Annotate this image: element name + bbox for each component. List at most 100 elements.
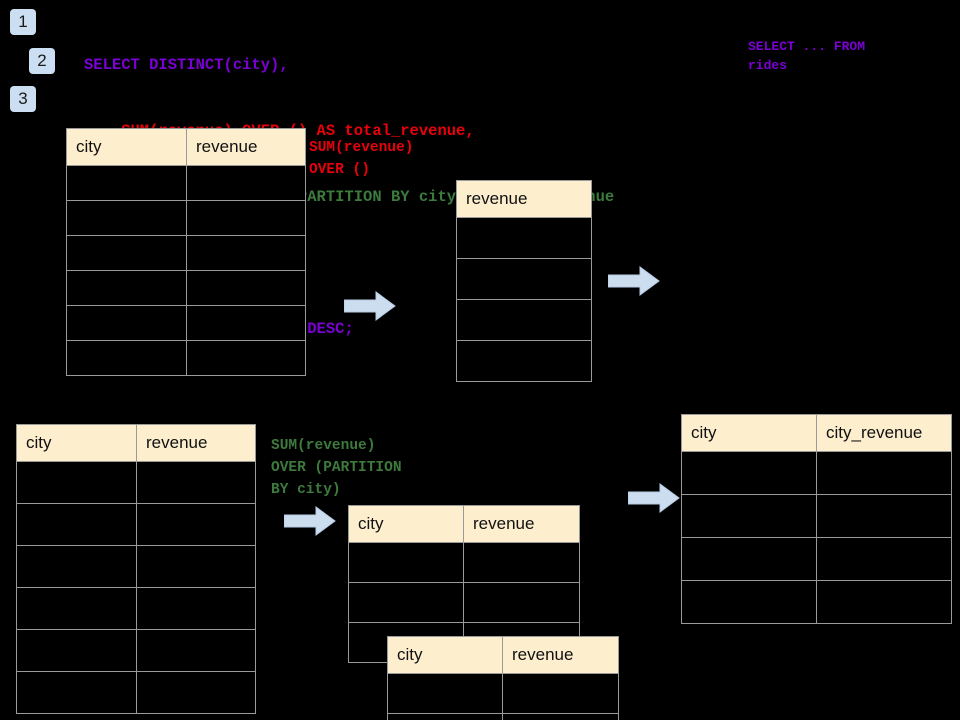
table-row bbox=[66, 235, 306, 271]
cell bbox=[463, 542, 580, 583]
table-partition-upper: city revenue bbox=[348, 505, 580, 663]
cell bbox=[456, 258, 592, 300]
column-header-revenue: revenue bbox=[456, 180, 592, 218]
cell bbox=[66, 340, 187, 376]
table-body bbox=[16, 461, 256, 714]
cell bbox=[66, 235, 187, 271]
arrow-right-icon-top-middle bbox=[344, 291, 396, 321]
step-badge-3: 3 bbox=[10, 86, 36, 112]
table-row bbox=[66, 165, 306, 201]
cell bbox=[136, 587, 256, 630]
column-header-revenue: revenue bbox=[463, 505, 580, 543]
table-header-row: city revenue bbox=[387, 636, 619, 674]
annotation-sum-over-empty: SUM(revenue) OVER () bbox=[309, 140, 414, 178]
cell bbox=[16, 671, 137, 714]
table-body bbox=[456, 217, 592, 382]
column-header-city: city bbox=[16, 424, 137, 462]
cell bbox=[816, 451, 952, 495]
step-badge-2: 2 bbox=[29, 48, 55, 74]
cell bbox=[66, 200, 187, 236]
table-row bbox=[456, 217, 592, 259]
table-total-revenue: revenue bbox=[456, 180, 592, 382]
cell bbox=[16, 629, 137, 672]
column-header-city: city bbox=[681, 414, 817, 452]
table-header-row: city revenue bbox=[66, 128, 306, 166]
cell bbox=[463, 582, 580, 623]
cell bbox=[387, 713, 503, 720]
cell bbox=[16, 587, 137, 630]
table-row bbox=[16, 461, 256, 504]
cell bbox=[136, 461, 256, 504]
arrow-right-icon-top-right bbox=[608, 266, 660, 296]
cell bbox=[456, 299, 592, 341]
cell bbox=[681, 451, 817, 495]
table-partition-lower: city revenue bbox=[387, 636, 619, 720]
cell bbox=[502, 713, 619, 720]
column-header-city: city bbox=[348, 505, 464, 543]
table-row bbox=[681, 451, 952, 495]
table-row bbox=[456, 258, 592, 300]
cell bbox=[66, 305, 187, 341]
table-row bbox=[387, 713, 619, 720]
cell bbox=[186, 340, 306, 376]
cell bbox=[456, 217, 592, 259]
cell bbox=[136, 671, 256, 714]
step-badge-1: 1 bbox=[10, 9, 36, 35]
annotation-sum-over-partition: SUM(revenue) OVER (PARTITION BY city) bbox=[271, 438, 402, 498]
cell bbox=[16, 503, 137, 546]
cell bbox=[186, 235, 306, 271]
cell bbox=[66, 270, 187, 306]
annotation-select-from-rides: SELECT ... FROM rides bbox=[748, 39, 866, 73]
table-result: city city_revenue bbox=[681, 414, 952, 624]
table-row bbox=[66, 340, 306, 376]
table-source-bottom: city revenue bbox=[16, 424, 256, 714]
cell bbox=[816, 494, 952, 538]
cell bbox=[136, 545, 256, 588]
table-row bbox=[16, 545, 256, 588]
column-header-city: city bbox=[66, 128, 187, 166]
cell bbox=[502, 673, 619, 714]
cell bbox=[136, 629, 256, 672]
cell bbox=[186, 165, 306, 201]
column-header-city-revenue: city_revenue bbox=[816, 414, 952, 452]
table-row bbox=[681, 494, 952, 538]
cell bbox=[348, 542, 464, 583]
column-header-revenue: revenue bbox=[502, 636, 619, 674]
cell bbox=[816, 580, 952, 624]
cell bbox=[186, 270, 306, 306]
cell bbox=[456, 340, 592, 382]
table-header-row: city revenue bbox=[16, 424, 256, 462]
table-row bbox=[348, 582, 580, 623]
table-body bbox=[66, 165, 306, 376]
table-row bbox=[16, 587, 256, 630]
arrow-right-icon-bottom-left bbox=[284, 506, 336, 536]
cell bbox=[816, 537, 952, 581]
table-row bbox=[16, 671, 256, 714]
cell bbox=[66, 165, 187, 201]
table-row bbox=[348, 542, 580, 583]
table-source-top: city revenue bbox=[66, 128, 306, 376]
table-body bbox=[681, 451, 952, 624]
table-row bbox=[387, 673, 619, 714]
table-row bbox=[681, 537, 952, 581]
table-row bbox=[16, 503, 256, 546]
table-row bbox=[16, 629, 256, 672]
cell bbox=[681, 494, 817, 538]
column-header-revenue: revenue bbox=[186, 128, 306, 166]
arrow-right-icon-bottom-right bbox=[628, 483, 680, 513]
cell bbox=[186, 305, 306, 341]
table-row bbox=[66, 270, 306, 306]
table-row bbox=[456, 299, 592, 341]
table-row bbox=[66, 200, 306, 236]
cell bbox=[348, 582, 464, 623]
cell bbox=[387, 673, 503, 714]
table-row bbox=[456, 340, 592, 382]
table-row bbox=[681, 580, 952, 624]
column-header-city: city bbox=[387, 636, 503, 674]
table-header-row: city city_revenue bbox=[681, 414, 952, 452]
table-header-row: city revenue bbox=[348, 505, 580, 543]
cell bbox=[16, 461, 137, 504]
table-row bbox=[66, 305, 306, 341]
cell bbox=[186, 200, 306, 236]
